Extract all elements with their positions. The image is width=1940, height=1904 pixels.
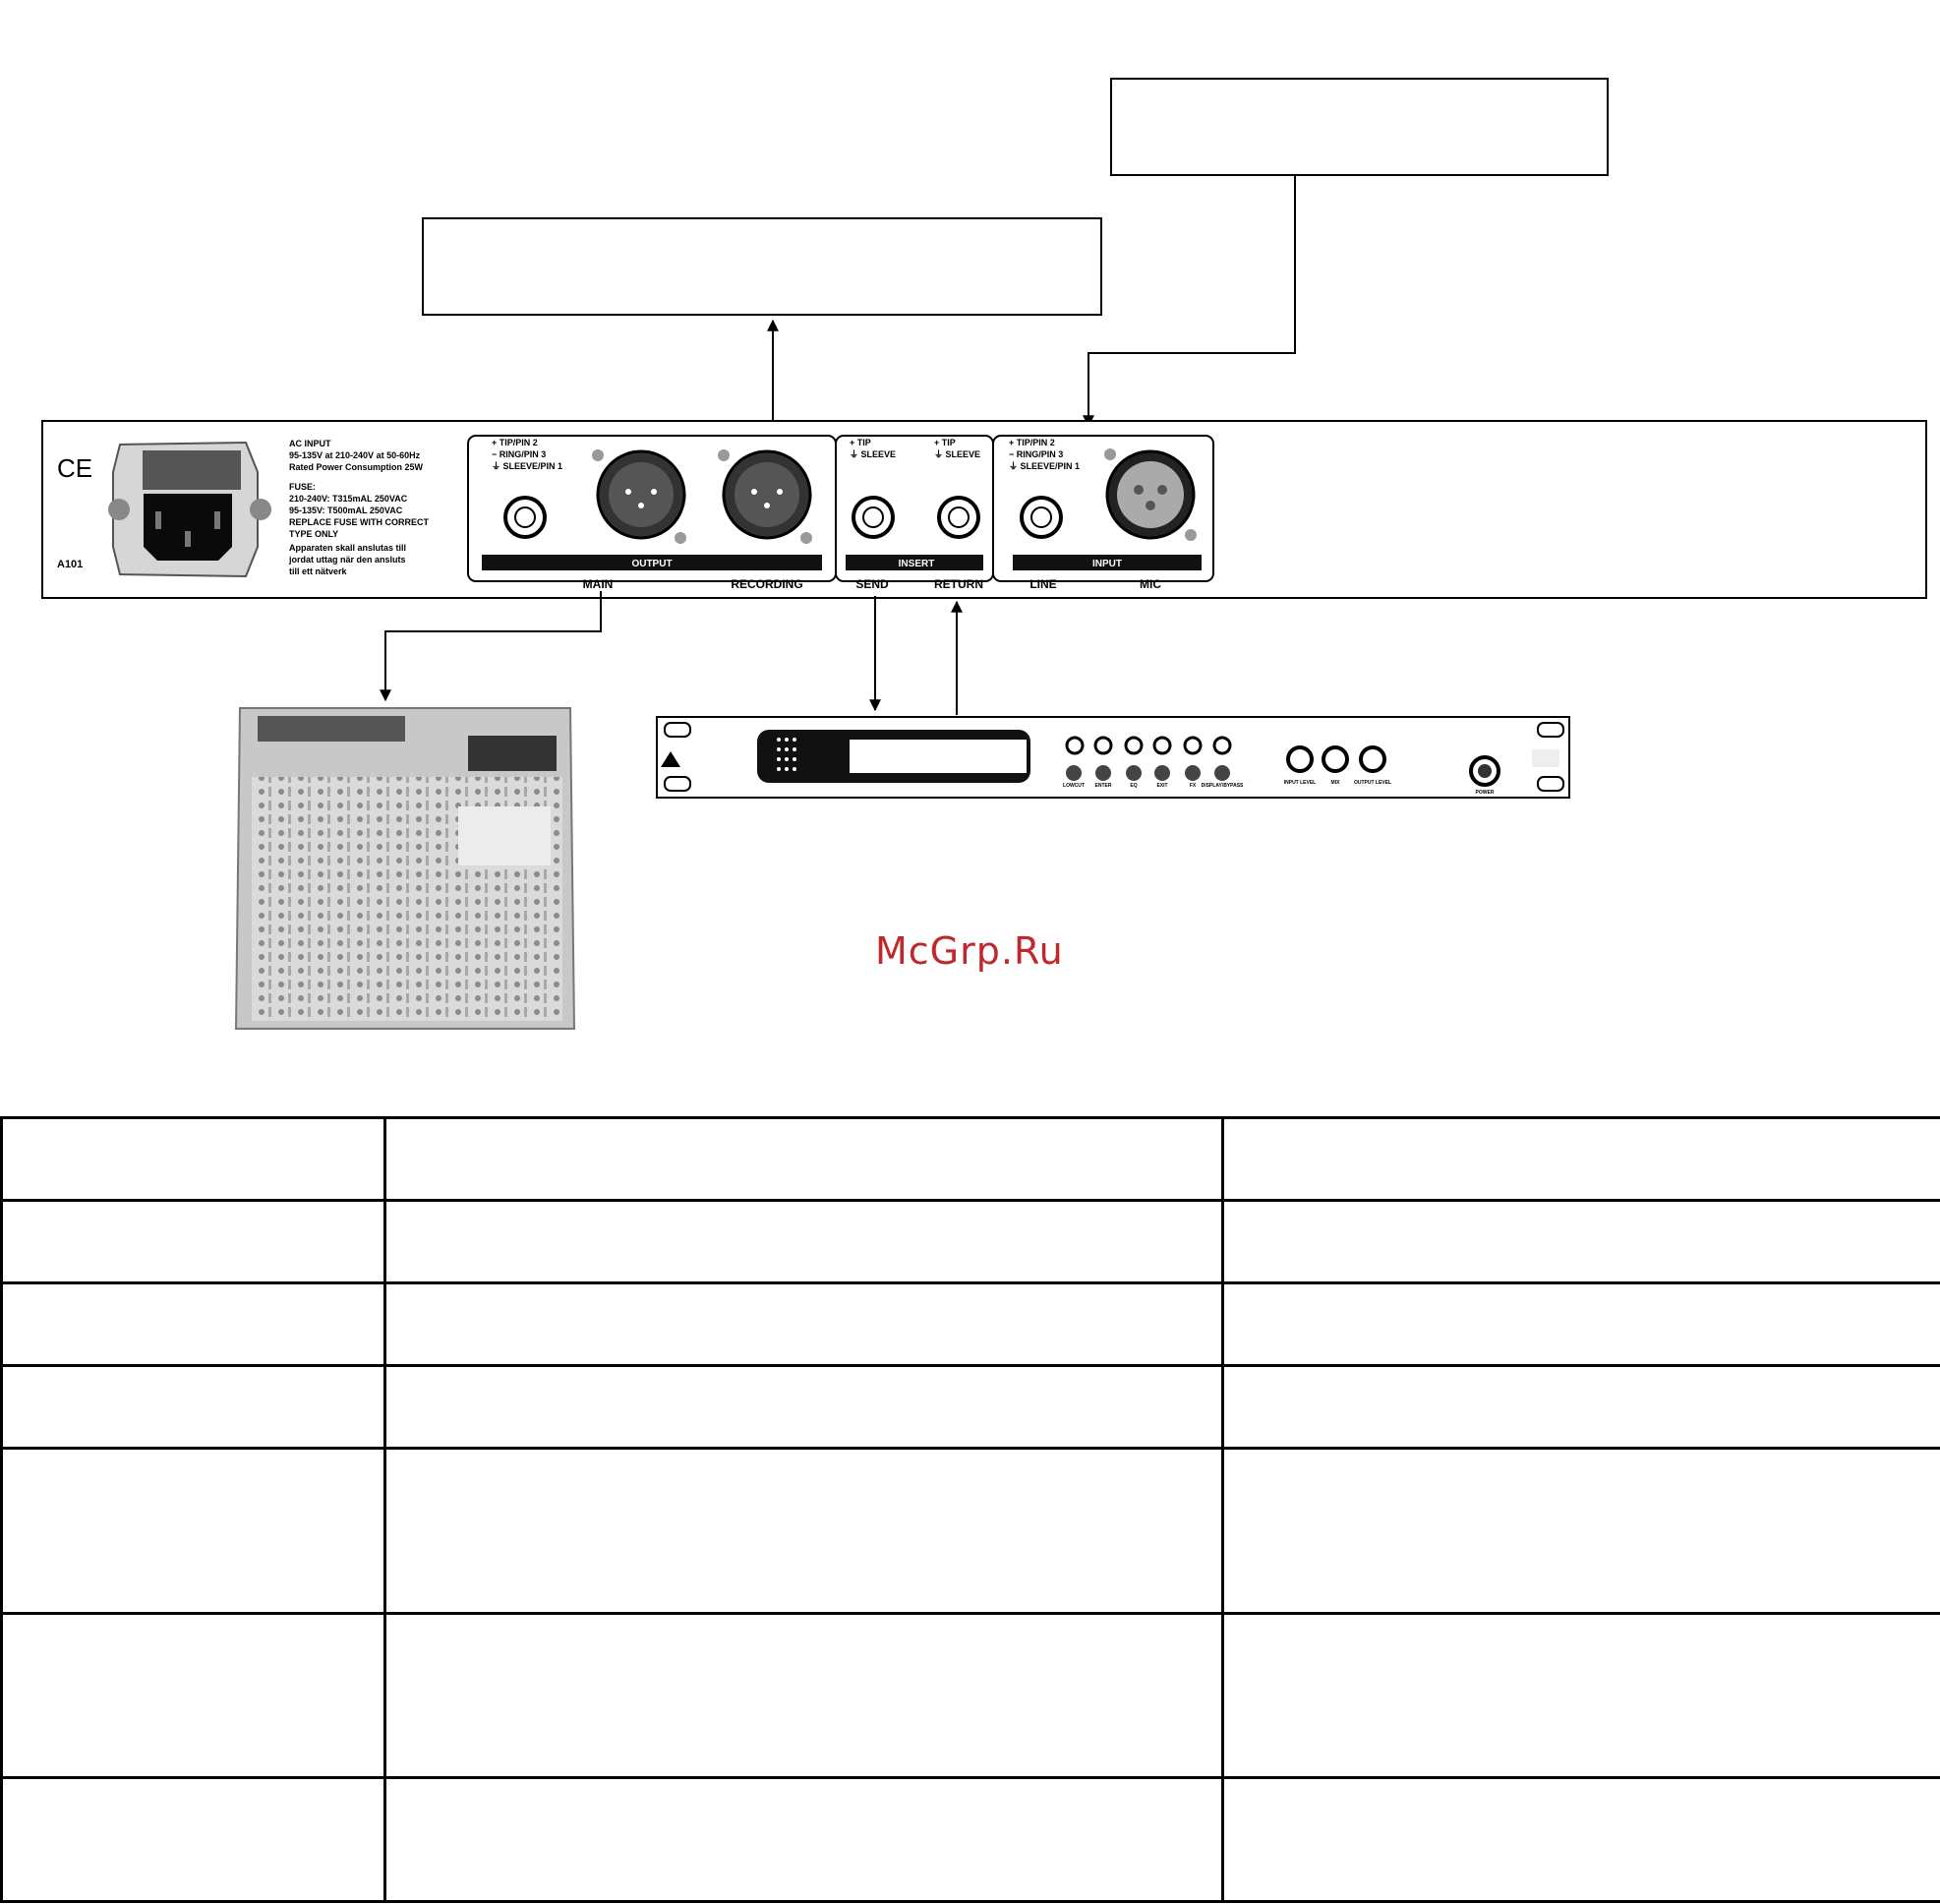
callout-box-top-right (1110, 78, 1609, 176)
knob-output-level (1359, 745, 1386, 773)
table-row (0, 1115, 1940, 1203)
button-label-display-bypass: DISPLAY/BYPASS (1202, 783, 1244, 789)
arrow-main-to-mixer (380, 591, 602, 702)
inlet-screw-right (250, 499, 271, 520)
output-section: + TIP/PIN 2 − RING/PIN 3 ⏚ SLEEVE/PIN 1 … (467, 435, 837, 591)
knob-mix (1322, 745, 1349, 773)
button-enter (1095, 765, 1111, 781)
fuse-text: FUSE: 210-240V: T315mAL 250VAC 95-135V: … (289, 482, 432, 539)
table-row (0, 1199, 1940, 1285)
output-label-recording: RECORDING (731, 577, 802, 591)
button-label-lowcut: LOWCUT (1063, 783, 1085, 789)
input-section: + TIP/PIN 2 − RING/PIN 3 ⏚ SLEEVE/PIN 1 … (992, 435, 1214, 591)
svg-text:+ TIP ⏚ SLEEVE: + TIP ⏚ SLEEVE (850, 438, 896, 459)
table-cell (0, 1199, 386, 1285)
insert-title: INSERT (899, 559, 935, 569)
inlet-screw-left (108, 499, 130, 520)
table-cell (0, 1364, 386, 1451)
table-row (0, 1364, 1940, 1451)
table-cell (0, 1115, 386, 1203)
watermark: McGrp.Ru (875, 929, 1064, 973)
button-exit (1154, 765, 1170, 781)
table-row (0, 1611, 1940, 1779)
callout-box-top-center (422, 217, 1102, 316)
insert-label-return: RETURN (934, 577, 983, 591)
table-cell (1221, 1611, 1940, 1779)
svg-text:+ TIP/PIN 2 − RING/PIN: + TIP/PIN 2 − RING/PIN 3 ⏚ SLEEVE/PIN 1 (1009, 438, 1080, 471)
table-cell (1221, 1199, 1940, 1285)
input-label-line: LINE (1029, 577, 1056, 591)
insert-section: + TIP ⏚ SLEEVE + TIP ⏚ SLEEVE INSERT SEN… (835, 435, 994, 591)
knob-input-level (1286, 745, 1314, 773)
table-cell (0, 1447, 386, 1615)
table-cell (0, 1611, 386, 1779)
output-label-main: MAIN (583, 577, 614, 591)
mixer-image (234, 707, 576, 1030)
button-eq (1126, 765, 1142, 781)
table-cell (383, 1115, 1224, 1203)
button-fx (1185, 765, 1201, 781)
svg-text:+ TIP/PIN 2 − RING/PIN: + TIP/PIN 2 − RING/PIN 3 ⏚ SLEEVE/PIN 1 (492, 438, 562, 471)
table-cell (0, 1775, 386, 1904)
button-lowcut (1066, 765, 1082, 781)
processor-buttons (1065, 736, 1232, 781)
input-label-mic: MIC (1140, 577, 1161, 591)
table-row (0, 1447, 1940, 1615)
table-cell (1221, 1281, 1940, 1368)
button-display-bypass (1214, 765, 1230, 781)
table-cell (383, 1281, 1224, 1368)
power-inlet (108, 441, 271, 578)
effects-processor: LOWCUT ENTER EQ EXIT FX DISPLAY/BYPASS I… (656, 716, 1570, 799)
table-cell (383, 1775, 1224, 1904)
button-label-enter: ENTER (1095, 783, 1112, 789)
ce-mark: CE (57, 453, 92, 483)
insert-label-send: SEND (855, 577, 889, 591)
table-cell (0, 1281, 386, 1368)
table-cell (1221, 1775, 1940, 1904)
svg-text:+ TIP ⏚ SLEEVE: + TIP ⏚ SLEEVE (934, 438, 980, 459)
table-cell (1221, 1447, 1940, 1615)
arrow-to-mic-input (1083, 175, 1296, 428)
processor-knobs (1286, 745, 1386, 773)
knob-label-mix: MIX (1331, 780, 1341, 786)
table-cell (1221, 1364, 1940, 1451)
empty-table (0, 1115, 1940, 1904)
safety-text-sv: Apparaten skall anslutas till jordat utt… (288, 543, 409, 576)
table-cell (383, 1447, 1224, 1615)
button-label-exit: EXIT (1156, 783, 1167, 789)
model-label: A101 (57, 559, 83, 570)
power-label: POWER (1476, 790, 1495, 796)
connection-diagram: CE A101 AC INPUT 95-135V at 210-240V at … (41, 78, 1927, 1030)
knob-label-output-level: OUTPUT LEVEL (1354, 780, 1391, 786)
table-cell (383, 1611, 1224, 1779)
ac-input-text: AC INPUT 95-135V at 210-240V at 50-60Hz … (289, 439, 424, 472)
table-cell (383, 1199, 1224, 1285)
table-cell (1221, 1115, 1940, 1203)
table-cell (383, 1364, 1224, 1451)
rear-panel: CE A101 AC INPUT 95-135V at 210-240V at … (41, 420, 1927, 599)
table-row (0, 1281, 1940, 1368)
button-label-eq: EQ (1130, 783, 1137, 789)
knob-label-input-level: INPUT LEVEL (1284, 780, 1317, 786)
button-label-fx: FX (1190, 783, 1197, 789)
output-title: OUTPUT (631, 559, 672, 569)
table-row (0, 1775, 1940, 1904)
input-title: INPUT (1092, 559, 1122, 569)
